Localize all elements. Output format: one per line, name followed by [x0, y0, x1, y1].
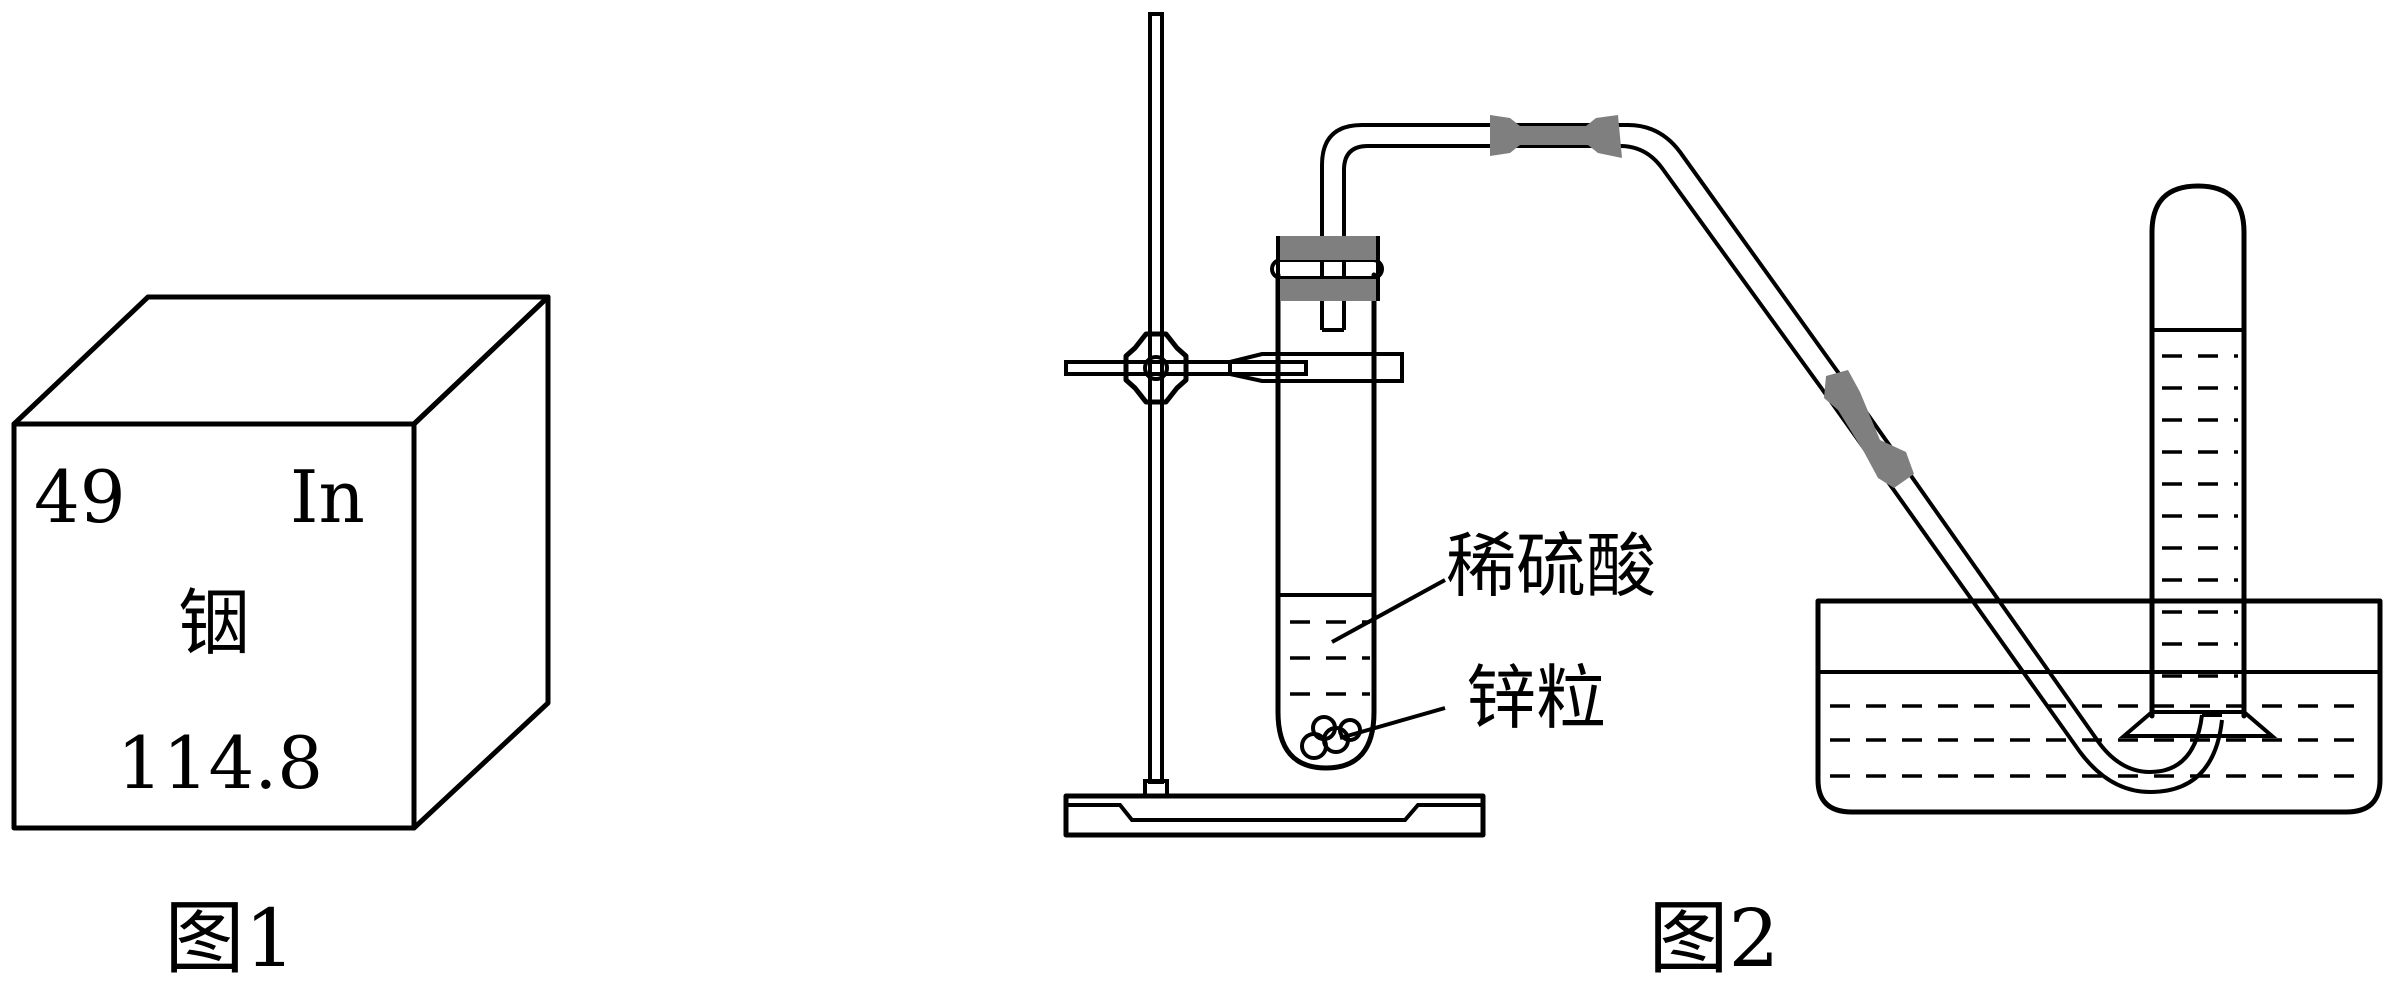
- element-name: 铟: [178, 581, 250, 665]
- water-trough: [1815, 598, 2383, 815]
- collected-water-dashes: [2162, 354, 2238, 678]
- iron-stand: [1063, 12, 1486, 838]
- collection-tube-body: [2149, 183, 2247, 719]
- stand-rod: [1148, 12, 1164, 784]
- trough-body: [1815, 598, 2383, 815]
- test-tube-assembly: [1270, 123, 1492, 771]
- test-tube-rim: [1270, 258, 1384, 280]
- acid-leader-line: [1331, 578, 1446, 644]
- stand-base: [1063, 793, 1486, 838]
- delivery-tube-inner: [1342, 144, 1492, 330]
- stand-base-edge: [1066, 803, 1483, 822]
- rubber-joint-1: [1490, 115, 1622, 158]
- boss-head: [1123, 331, 1189, 405]
- figure2-caption: 图2: [1649, 892, 1780, 985]
- gas-delivery-line: [1490, 115, 2224, 795]
- label-acid: 稀硫酸: [1446, 525, 1656, 607]
- rubber-stopper-top: [1278, 236, 1378, 260]
- clamp-jaw: [1228, 352, 1404, 383]
- collection-tube: [2118, 183, 2278, 738]
- test-tube: [1275, 272, 1377, 771]
- atomic-number: 49: [34, 455, 126, 539]
- rubber-joint-2: [1824, 370, 1914, 488]
- connector-tube-inner: [1492, 144, 1824, 391]
- connector-tube: [1492, 123, 1842, 377]
- sloped-tube-inner: [1820, 387, 2224, 795]
- delivery-tube-outer: [1320, 123, 1492, 330]
- sloped-tube-outer: [1838, 373, 2204, 775]
- cube-front-face: [11, 421, 417, 831]
- zinc-leader-line: [1339, 706, 1446, 740]
- atomic-mass: 114.8: [117, 721, 323, 805]
- element-symbol: In: [290, 455, 365, 539]
- cube-side-face: [411, 294, 551, 831]
- label-zinc: 锌粒: [1466, 657, 1606, 739]
- element-cube: 49 In 铟 114.8: [11, 294, 551, 831]
- figure1-caption: 图1: [165, 892, 296, 985]
- boss-screw: [1143, 355, 1169, 381]
- cube-top-face: [11, 294, 551, 427]
- zinc-granules: [1300, 715, 1362, 760]
- rubber-stopper-bottom: [1278, 279, 1378, 301]
- collection-tube-lip: [2118, 710, 2278, 738]
